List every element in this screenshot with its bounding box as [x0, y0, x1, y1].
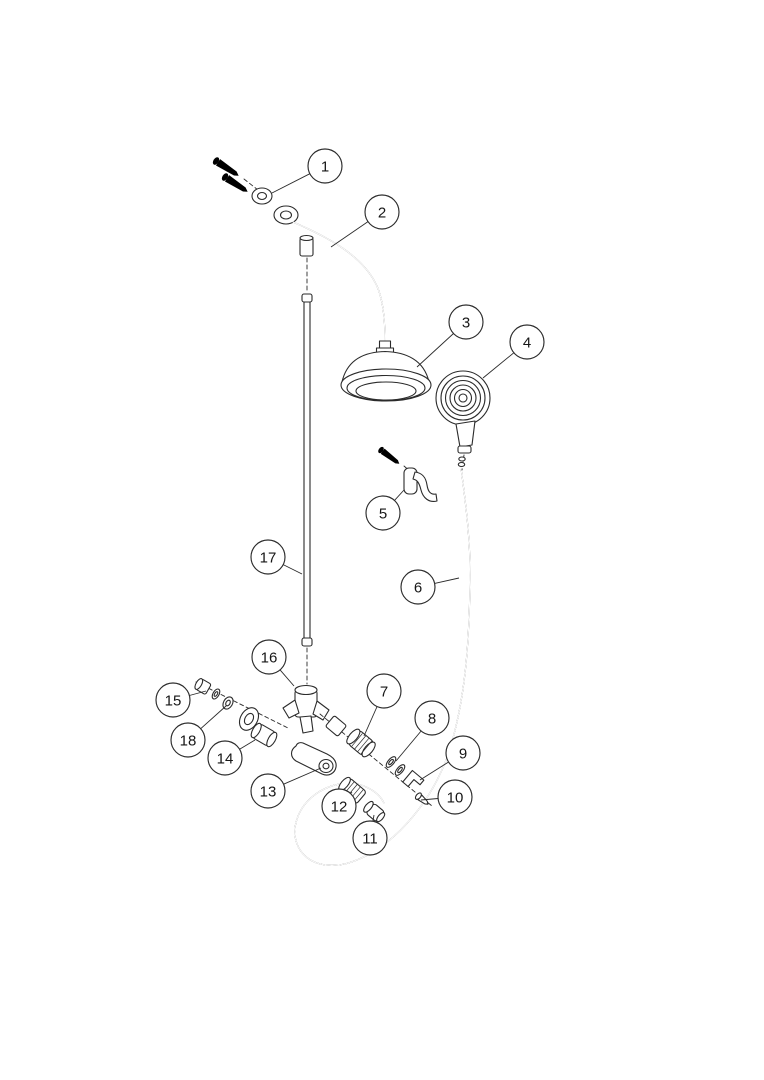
callout-leader-line: [189, 690, 207, 696]
part-overhead-shower: [341, 341, 431, 401]
callout-number: 2: [378, 205, 386, 222]
callout-number: 3: [462, 315, 470, 332]
callout-leader-line: [283, 767, 322, 785]
callout-number: 11: [362, 831, 378, 848]
part-plug-screw: [193, 677, 221, 700]
callout-circle: [251, 639, 287, 675]
callout-number: 18: [180, 733, 197, 750]
callout-leader-line: [395, 730, 422, 762]
callout-13: 13: [250, 767, 322, 809]
callout-8: 8: [395, 700, 450, 762]
callout-circle: [364, 194, 400, 230]
callout-circle: [170, 722, 206, 758]
callout-10: 10: [420, 779, 473, 815]
callout-circle: [250, 539, 286, 575]
callout-7: 7: [363, 673, 402, 737]
part-cartridge: [337, 776, 367, 805]
callout-circle: [307, 148, 343, 184]
callout-number: 10: [447, 790, 464, 807]
part-valve-body: [283, 686, 329, 734]
callout-leader-line: [372, 814, 375, 822]
callout-number: 8: [428, 711, 436, 728]
callout-number: 17: [260, 550, 277, 567]
callout-number: 7: [380, 684, 388, 701]
callout-4: 4: [482, 324, 545, 379]
callout-circle: [250, 773, 286, 809]
part-riser-pipe: [302, 258, 312, 684]
callout-number: 9: [459, 746, 467, 763]
callout-1: 1: [271, 148, 343, 194]
callout-circle: [437, 779, 473, 815]
callout-leader-line: [420, 798, 439, 801]
callout-circle: [352, 820, 388, 856]
callout-circle: [445, 735, 481, 771]
callout-leader-line: [394, 489, 405, 501]
callout-11: 11: [352, 814, 388, 856]
callout-2: 2: [330, 194, 400, 248]
callout-3: 3: [416, 304, 484, 368]
callout-leader-line: [419, 761, 449, 781]
part-outlet-elbow: [403, 770, 424, 791]
callout-12: 12: [321, 788, 357, 824]
callout-number: 16: [261, 650, 278, 667]
callout-leader-line: [271, 173, 311, 194]
callout-15: 15: [155, 682, 207, 718]
part-eccentric-union: [249, 722, 279, 748]
callout-leader-line: [282, 564, 303, 575]
callout-number: 1: [321, 159, 329, 176]
callout-leader-line: [330, 221, 369, 248]
callout-number: 13: [260, 784, 277, 801]
callout-leader-line: [200, 705, 227, 730]
callout-number: 15: [165, 693, 182, 710]
callout-circle: [414, 700, 450, 736]
callout-leader-line: [239, 739, 256, 750]
callout-circle: [366, 673, 402, 709]
part-washers: [385, 755, 407, 777]
callout-number: 14: [217, 751, 234, 768]
callout-18: 18: [170, 705, 227, 758]
callout-circle: [365, 495, 401, 531]
part-diverter-knob: [344, 727, 377, 759]
part-wall-flange: [252, 188, 298, 224]
callout-17: 17: [250, 539, 303, 575]
callout-circle: [509, 324, 545, 360]
callout-circle: [155, 682, 191, 718]
callout-number: 5: [379, 506, 387, 523]
callout-14: 14: [207, 739, 256, 776]
callout-9: 9: [419, 735, 481, 781]
part-coupling-nut: [325, 715, 346, 736]
callout-16: 16: [251, 639, 295, 687]
part-hand-shower-bracket: [377, 445, 437, 502]
part-hose-nipple: [362, 800, 387, 824]
callout-leader-line: [416, 333, 454, 368]
callout-circle: [207, 740, 243, 776]
part-lever-handle: [292, 743, 337, 775]
callout-leader-line: [482, 352, 515, 379]
callout-leader-line: [363, 706, 378, 737]
callout-5: 5: [365, 489, 405, 531]
part-inlet-axis: [196, 682, 288, 728]
callout-circle: [400, 569, 436, 605]
callout-number: 6: [414, 580, 422, 597]
part-hand-shower: [436, 371, 490, 470]
callout-number: 12: [331, 799, 348, 816]
callout-leader-line: [434, 577, 460, 584]
callout-circle: [321, 788, 357, 824]
part-shower-arm: [293, 222, 385, 341]
callout-leader-line: [279, 669, 295, 687]
callout-number: 4: [523, 335, 531, 352]
part-escutcheon-disc: [236, 704, 263, 733]
callout-6: 6: [400, 569, 460, 605]
callout-circle: [448, 304, 484, 340]
